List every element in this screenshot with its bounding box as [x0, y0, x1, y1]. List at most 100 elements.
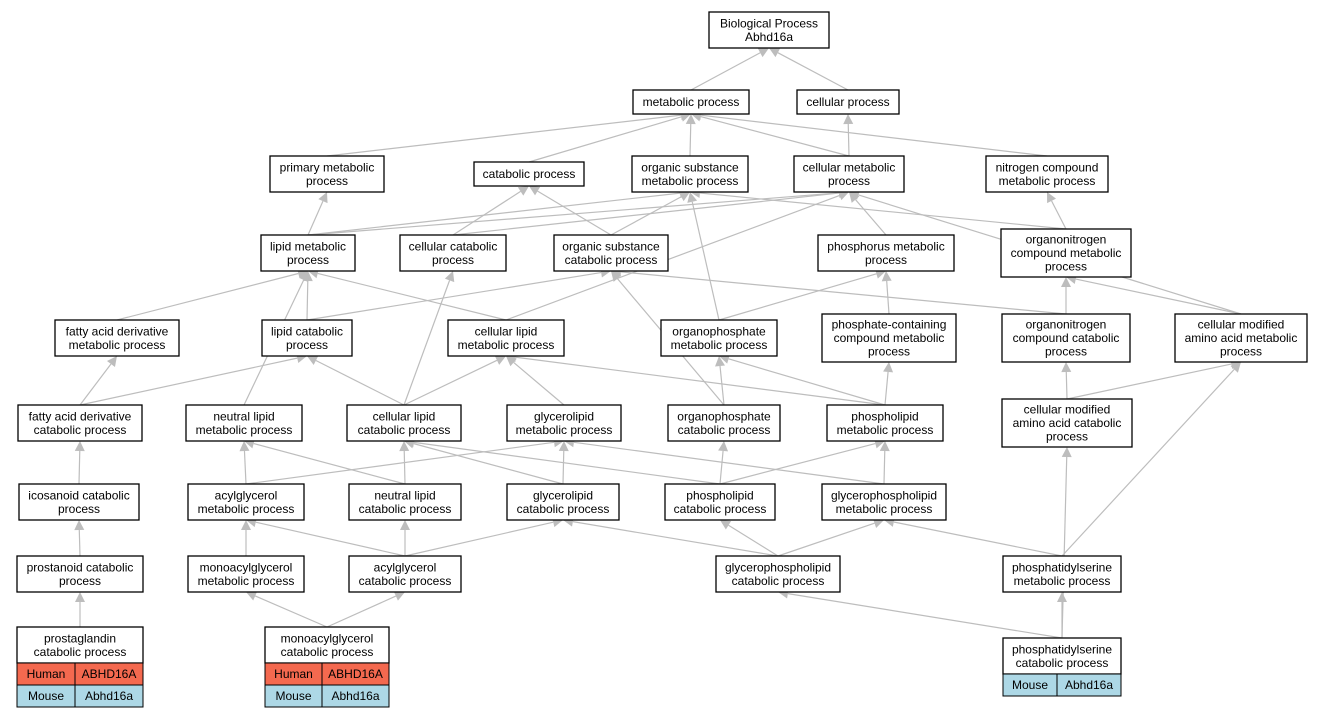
go-term-catabolic[interactable]: catabolic process: [473, 161, 585, 187]
gene-cell: [321, 684, 390, 708]
go-term-metabolic[interactable]: metabolic process: [632, 89, 750, 115]
go-term-box: [553, 234, 669, 272]
edge-orgN_met-to-nitrogen: [1047, 192, 1067, 230]
go-term-label: lipid metabolic: [270, 239, 346, 253]
edge-primary-to-metabolic: [326, 110, 691, 157]
go-term-label: process: [1046, 430, 1088, 444]
go-term-box: [793, 155, 905, 193]
go-term-label: amino acid metabolic: [1185, 331, 1298, 345]
go-term-box: [826, 404, 944, 442]
go-term-box: [821, 483, 947, 521]
go-term-box: [506, 404, 622, 442]
edge-mag_cat-to-mag_met: [246, 591, 328, 628]
go-term-label: monoacylglycerol: [200, 560, 293, 574]
go-term-label: metabolic process: [1014, 574, 1111, 588]
go-term-label: monoacylglycerol: [281, 631, 374, 645]
go-term-label: phospholipid: [686, 488, 753, 502]
go-term-label: acylglycerol: [374, 560, 437, 574]
go-term-label: organic substance: [562, 239, 660, 253]
go-term-box: [1174, 313, 1308, 363]
go-term-label: catabolic process: [483, 167, 576, 181]
go-term-label: cellular metabolic: [803, 160, 896, 174]
go-term-box: [16, 555, 144, 593]
go-term-label: process: [868, 345, 910, 359]
go-term-box: [1001, 398, 1133, 448]
go-term-label: nitrogen compound: [996, 160, 1099, 174]
go-term-cellular[interactable]: cellular process: [796, 89, 900, 115]
go-term-label: acylglycerol: [215, 488, 278, 502]
go-term-box: [54, 319, 180, 357]
species-label: Mouse: [1012, 678, 1048, 692]
go-term-label: phospholipid: [851, 409, 918, 423]
edge-prostanoid-to-icosanoid: [74, 520, 85, 557]
go-term-label: metabolic process: [836, 502, 933, 516]
go-term-label: organic substance: [641, 160, 739, 174]
go-term-label: catabolic process: [34, 645, 127, 659]
edge-cmaa_met-to-orgN_met: [1066, 274, 1242, 315]
go-term-box: [18, 483, 140, 521]
go-term-label: compound metabolic: [1011, 246, 1122, 260]
go-term-box: [632, 89, 750, 115]
go-term-label: cellular catabolic: [409, 239, 498, 253]
go-term-box: [1002, 555, 1122, 593]
go-term-box: [346, 404, 462, 442]
go-term-label: catabolic process: [678, 423, 771, 437]
go-term-label: process: [306, 174, 348, 188]
go-term-label: phosphorus metabolic: [827, 239, 944, 253]
edge-cell_met-to-cellular: [843, 114, 854, 157]
edge-phospholipid_cat-to-cell_lipid_cat: [404, 437, 721, 485]
edge-mag_cat-to-acylg_cat: [326, 591, 405, 628]
go-term-label: amino acid catabolic: [1013, 416, 1122, 430]
edge-cmaa_cat-to-orgN_cat: [1061, 362, 1072, 400]
go-term-label: process: [828, 174, 870, 188]
go-term-label: cellular modified: [1024, 403, 1111, 417]
edge-fad_met-to-lipid_met: [116, 268, 308, 321]
edge-lipid_cat-to-orgsub_cat: [306, 267, 611, 321]
go-term-label: process: [59, 574, 101, 588]
